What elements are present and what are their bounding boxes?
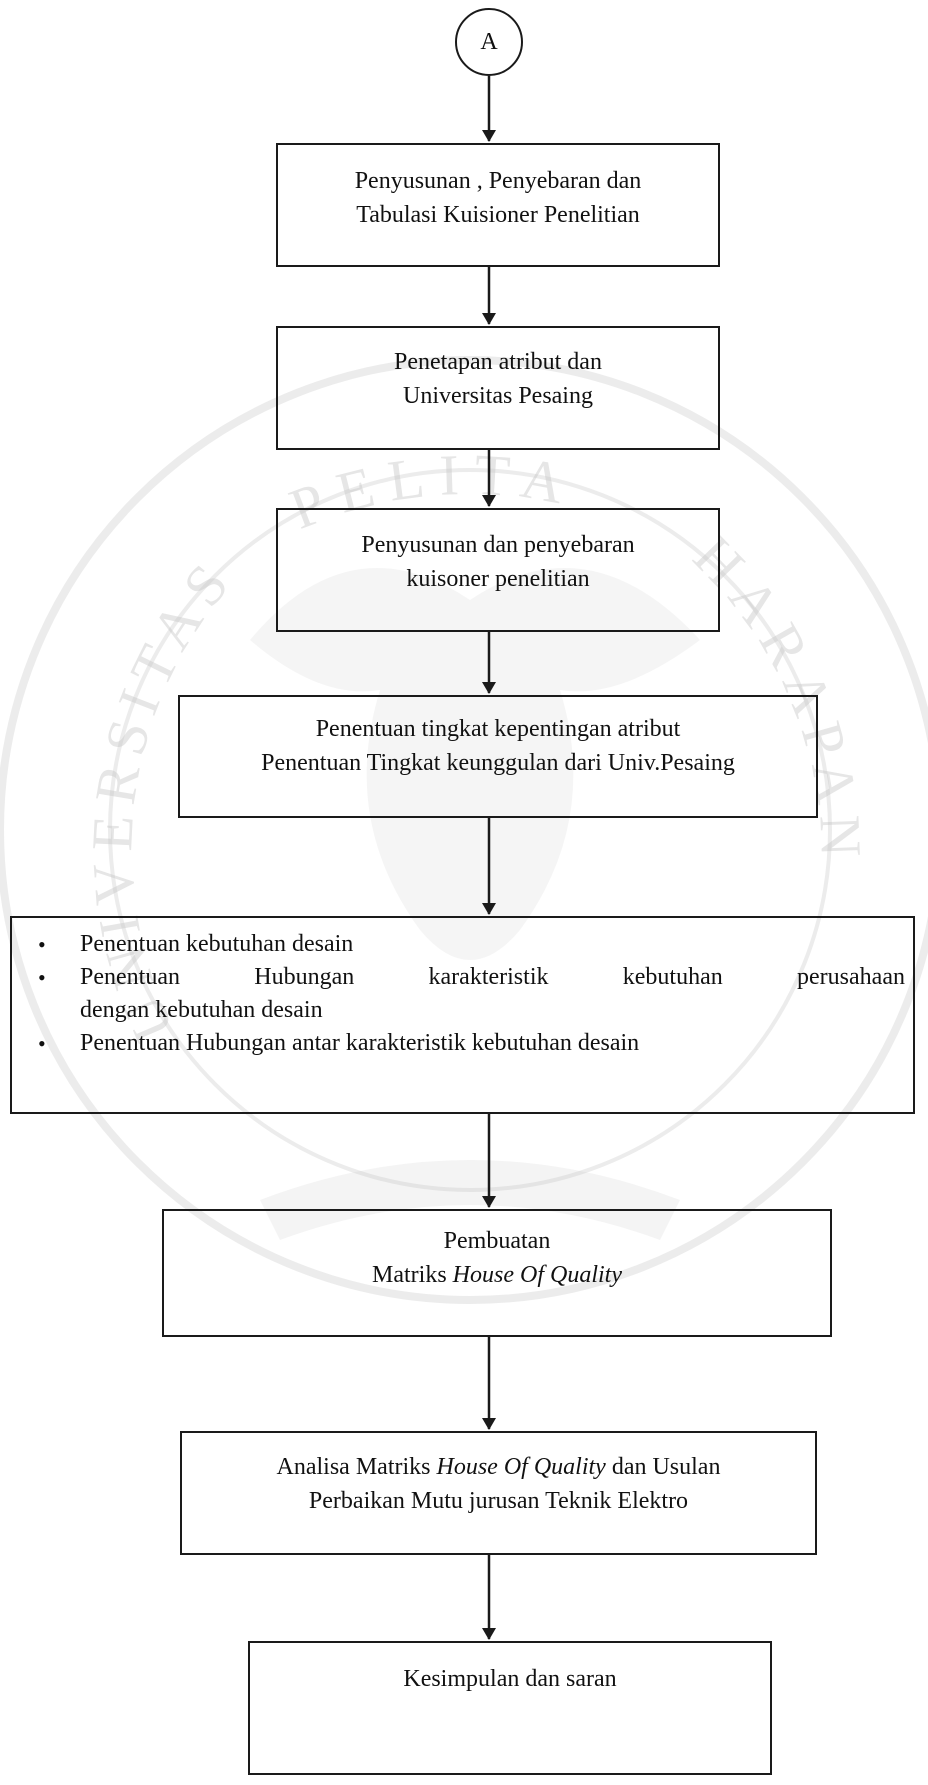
- text-segment: dan Usulan: [605, 1454, 721, 1480]
- italic-term: House Of Quality: [436, 1454, 606, 1480]
- step-line: Tabulasi Kuisioner Penelitian: [356, 202, 640, 228]
- step-line: kuisoner penelitian: [406, 566, 590, 592]
- design-requirements-list: • Penentuan kebutuhan desain • Penentuan…: [26, 928, 905, 1060]
- italic-term: House Of Quality: [452, 1262, 622, 1288]
- list-item: • Penentuan Hubungan antar karakteristik…: [26, 1027, 905, 1060]
- word: Penentuan: [80, 964, 180, 990]
- bullet-icon: •: [38, 1031, 46, 1056]
- step-house-of-quality-matrix: Pembuatan Matriks House Of Quality: [162, 1209, 832, 1337]
- step-line: Kesimpulan dan saran: [403, 1666, 617, 1692]
- step-attribute-competitor-selection: Penetapan atribut dan Universitas Pesain…: [276, 326, 720, 450]
- list-item-text: Penentuan Hubungan antar karakteristik k…: [80, 1030, 640, 1056]
- connector-label: A: [480, 28, 498, 55]
- bullet-icon: •: [38, 932, 46, 957]
- step-line: Pembuatan: [443, 1228, 551, 1254]
- list-item: • Penentuan Hubungan karakteristik kebut…: [26, 961, 905, 1027]
- text-segment: Analisa Matriks: [276, 1454, 437, 1480]
- step-questionnaire-distribution: Penyusunan dan penyebaran kuisoner penel…: [276, 508, 720, 632]
- bullet-icon: •: [38, 965, 46, 990]
- step-line-rich: Matriks House Of Quality: [372, 1258, 622, 1292]
- word: kebutuhan: [622, 964, 723, 990]
- word: Hubungan: [254, 964, 355, 990]
- list-item: • Penentuan kebutuhan desain: [26, 928, 905, 961]
- word: perusahaan: [797, 964, 905, 990]
- step-questionnaire-tabulation: Penyusunan , Penyebaran dan Tabulasi Kui…: [276, 143, 720, 267]
- list-item-text: Penentuan kebutuhan desain: [80, 931, 354, 957]
- step-importance-and-advantage: Penentuan tingkat kepentingan atribut Pe…: [178, 695, 818, 818]
- step-line: Penetapan atribut dan: [394, 349, 602, 375]
- step-line: Penentuan tingkat kepentingan atribut: [315, 716, 681, 742]
- step-conclusion: Kesimpulan dan saran: [248, 1641, 772, 1775]
- step-matrix-analysis: Analisa Matriks House Of Quality dan Usu…: [180, 1431, 817, 1555]
- step-line-rich: Analisa Matriks House Of Quality dan Usu…: [277, 1450, 721, 1484]
- step-line: Penentuan Tingkat keunggulan dari Univ.P…: [261, 750, 735, 776]
- step-line: Penyusunan dan penyebaran: [361, 532, 635, 558]
- list-item-justified-line: Penentuan Hubungan karakteristik kebutuh…: [80, 961, 905, 994]
- text-segment: Matriks: [372, 1262, 453, 1288]
- step-line: Penyusunan , Penyebaran dan: [354, 168, 642, 194]
- step-design-requirements: • Penentuan kebutuhan desain • Penentuan…: [10, 916, 915, 1114]
- step-line: Perbaikan Mutu jurusan Teknik Elektro: [308, 1488, 689, 1514]
- step-line: Universitas Pesaing: [403, 383, 593, 409]
- word: karakteristik: [428, 964, 549, 990]
- flow-connector-a: A: [455, 8, 523, 76]
- list-item-continuation: dengan kebutuhan desain: [80, 997, 323, 1023]
